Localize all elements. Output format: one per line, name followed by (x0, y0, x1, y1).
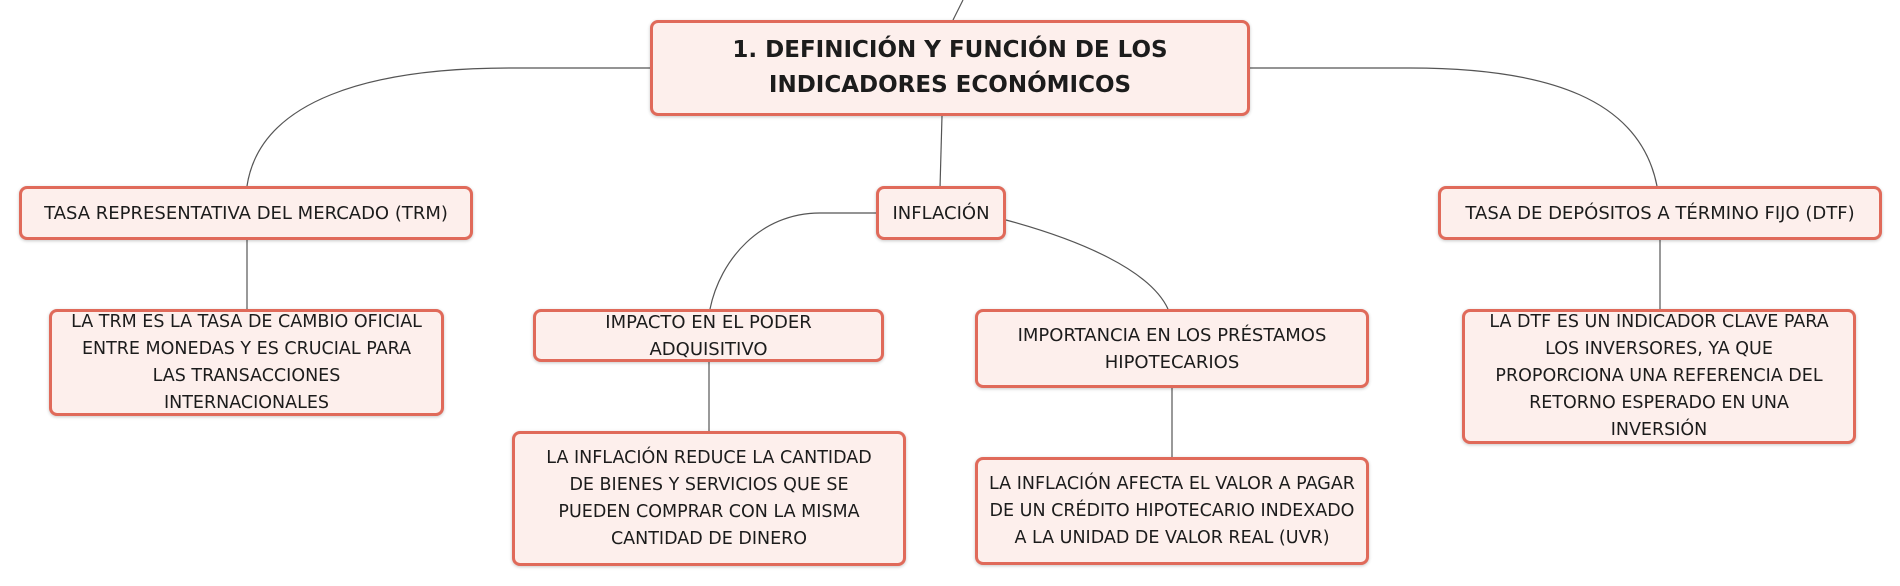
dtf-detail-node[interactable]: LA DTF ES UN INDICADOR CLAVE PARA LOS IN… (1462, 309, 1856, 444)
root-topic-node[interactable]: 1. DEFINICIÓN Y FUNCIÓN DE LOS INDICADOR… (650, 20, 1250, 116)
poder-adquisitivo-detail-node[interactable]: LA INFLACIÓN REDUCE LA CANTIDAD DE BIENE… (512, 431, 906, 566)
dtf-detail-text: LA DTF ES UN INDICADOR CLAVE PARA LOS IN… (1489, 312, 1829, 440)
connector-root-inflacion (939, 115, 943, 189)
trm-detail-text: LA TRM ES LA TASA DE CAMBIO OFICIAL ENTR… (71, 311, 422, 413)
inflacion-topic-label: INFLACIÓN (892, 202, 990, 224)
root-topic-label: 1. DEFINICIÓN Y FUNCIÓN DE LOS INDICADOR… (732, 37, 1168, 98)
trm-topic-node[interactable]: TASA REPRESENTATIVA DEL MERCADO (TRM) (19, 186, 473, 240)
dtf-topic-label: TASA DE DEPÓSITOS A TÉRMINO FIJO (DTF) (1465, 202, 1855, 224)
poder-adquisitivo-label: IMPACTO EN EL PODER ADQUISITIVO (605, 311, 812, 360)
connector-parent-root (952, 0, 964, 21)
poder-adquisitivo-detail-text: LA INFLACIÓN REDUCE LA CANTIDAD DE BIENE… (546, 447, 872, 549)
prestamos-hipotecarios-node[interactable]: IMPORTANCIA EN LOS PRÉSTAMOS HIPOTECARIO… (975, 309, 1369, 388)
trm-detail-node[interactable]: LA TRM ES LA TASA DE CAMBIO OFICIAL ENTR… (49, 309, 444, 416)
connector-root-dtf (1250, 67, 1658, 187)
dtf-topic-node[interactable]: TASA DE DEPÓSITOS A TÉRMINO FIJO (DTF) (1438, 186, 1882, 240)
inflacion-topic-node[interactable]: INFLACIÓN (876, 186, 1006, 240)
poder-adquisitivo-node[interactable]: IMPACTO EN EL PODER ADQUISITIVO (533, 309, 884, 362)
prestamos-hipotecarios-detail-text: LA INFLACIÓN AFECTA EL VALOR A PAGAR DE … (989, 473, 1355, 548)
trm-topic-label: TASA REPRESENTATIVA DEL MERCADO (TRM) (44, 202, 448, 224)
prestamos-hipotecarios-label: IMPORTANCIA EN LOS PRÉSTAMOS HIPOTECARIO… (1017, 324, 1327, 373)
prestamos-hipotecarios-detail-node[interactable]: LA INFLACIÓN AFECTA EL VALOR A PAGAR DE … (975, 457, 1369, 565)
connector-inflacion-prestamos (1005, 219, 1169, 310)
connector-inflacion-poder (709, 212, 876, 310)
connector-root-trm (246, 67, 650, 187)
